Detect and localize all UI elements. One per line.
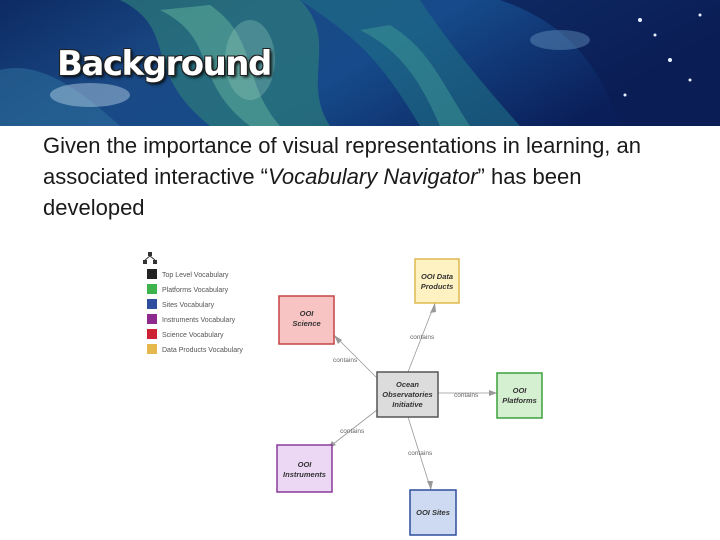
edge-line <box>333 334 378 379</box>
title-banner-image <box>0 0 720 126</box>
legend-item: Instruments Vocabulary <box>147 314 236 324</box>
body-paragraph: Given the importance of visual represent… <box>43 130 643 224</box>
legend-label: Data Products Vocabulary <box>162 347 243 354</box>
edge-arrowhead <box>430 303 436 313</box>
legend-item: Platforms Vocabulary <box>147 284 229 294</box>
edge-arrowhead <box>334 335 342 344</box>
slide-title: Background <box>57 44 272 84</box>
legend-item: Science Vocabulary <box>147 329 224 339</box>
body-text-part2: ” has been developed <box>43 164 582 221</box>
edge-arrowhead <box>489 390 497 396</box>
legend-label: Top Level Vocabulary <box>162 272 229 279</box>
legend-swatch <box>147 314 157 324</box>
legend-label: Science Vocabulary <box>162 332 224 339</box>
legend-label: Sites Vocabulary <box>162 302 215 309</box>
legend-label: Instruments Vocabulary <box>162 317 236 324</box>
vocabulary-legend: Top Level Vocabulary Platforms Vocabular… <box>147 269 243 354</box>
body-text-part1: Given the importance of visual represent… <box>43 133 642 190</box>
legend-item: Sites Vocabulary <box>147 299 215 309</box>
vocabulary-navigator-diagram: Top Level Vocabulary Platforms Vocabular… <box>140 245 560 540</box>
tree-icon <box>143 252 157 264</box>
body-text-emphasis: Vocabulary Navigator <box>268 164 478 190</box>
legend-swatch <box>147 299 157 309</box>
legend-item: Top Level Vocabulary <box>147 269 229 279</box>
legend-swatch <box>147 329 157 339</box>
edge-line <box>407 416 432 491</box>
edge-line <box>327 409 378 449</box>
legend-swatch <box>147 344 157 354</box>
edge-label-contains: contains <box>340 428 365 435</box>
edge-label-contains: contains <box>408 450 433 457</box>
edge-arrowhead <box>427 481 433 490</box>
legend-item: Data Products Vocabulary <box>147 344 243 354</box>
svg-text:OOI Sites: OOI Sites <box>416 508 450 517</box>
edge-label-contains: contains <box>333 357 358 364</box>
legend-swatch <box>147 269 157 279</box>
edge-label-contains: contains <box>454 392 479 399</box>
legend-label: Platforms Vocabulary <box>162 287 229 294</box>
edge-line <box>407 302 436 373</box>
edge-label-contains: contains <box>410 334 435 341</box>
node-ooi-sites[interactable]: OOI Sites <box>409 489 457 536</box>
legend-swatch <box>147 284 157 294</box>
